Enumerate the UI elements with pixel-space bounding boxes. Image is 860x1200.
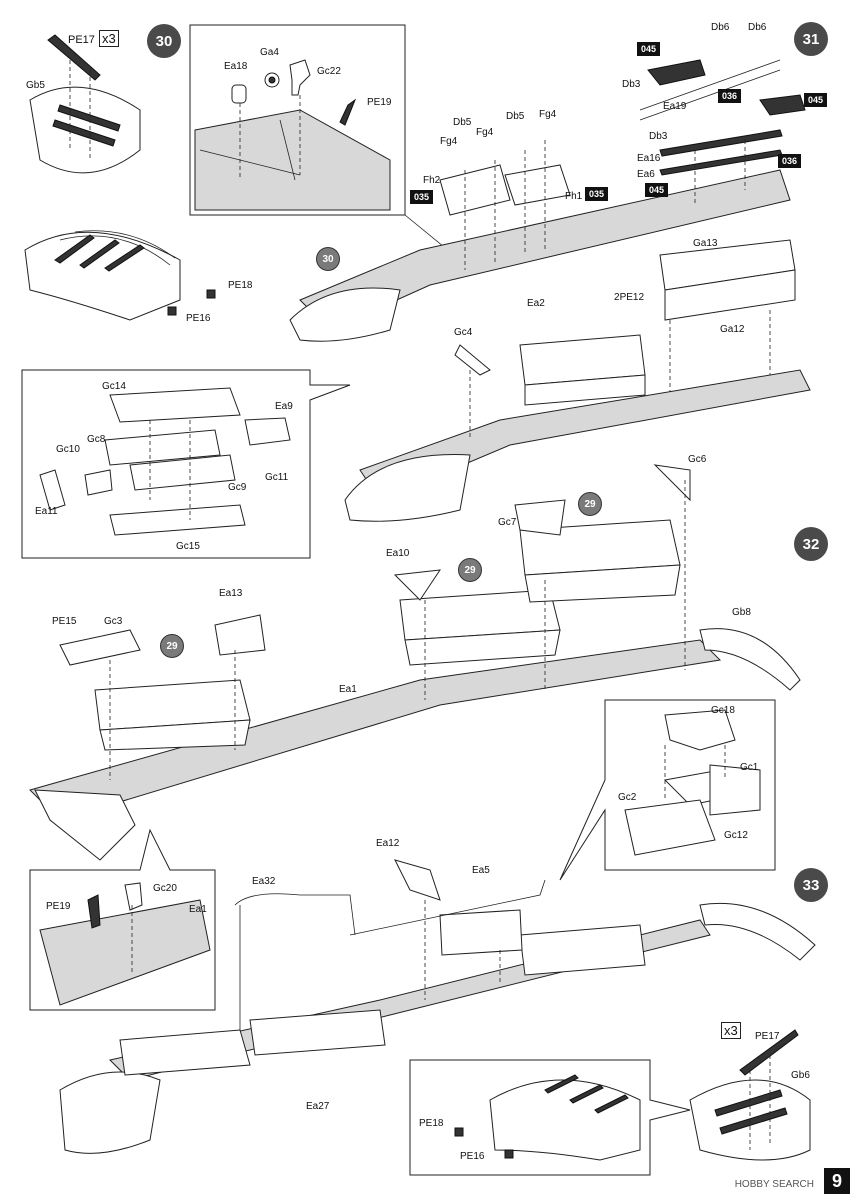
label-db5-b: Db5	[506, 111, 525, 122]
label-ea12: Ea12	[376, 838, 400, 849]
label-ea27: Ea27	[306, 1101, 330, 1112]
label-gc11: Gc11	[265, 472, 289, 483]
paint-code-035-a: 035	[410, 190, 434, 204]
inset-31-box	[39, 387, 291, 536]
label-pe19-a: PE19	[367, 97, 392, 108]
label-fg4-c: Fg4	[539, 109, 557, 120]
inset-30-detail	[194, 59, 391, 211]
label-ea6: Ea6	[637, 169, 655, 180]
step-number-32: 32	[794, 527, 828, 561]
label-ea1-a: Ea1	[339, 684, 357, 695]
label-gb5: Gb5	[26, 80, 45, 91]
label-fg4-b: Fg4	[476, 127, 494, 138]
label-gc14: Gc14	[102, 381, 126, 392]
frame-middle	[344, 334, 811, 522]
paint-code-045-a: 045	[637, 42, 661, 56]
label-ea16: Ea16	[637, 153, 661, 164]
ref-step-29-b: 29	[458, 558, 482, 582]
label-ea5: Ea5	[472, 865, 490, 876]
step-33-assembly	[59, 859, 816, 1154]
label-gc18: Gc18	[711, 705, 735, 716]
label-gc4: Gc4	[454, 327, 473, 338]
label-ea9: Ea9	[275, 401, 293, 412]
label-db3-a: Db3	[622, 79, 641, 90]
ref-step-30: 30	[316, 247, 340, 271]
ref-step-29-a: 29	[578, 492, 602, 516]
page-number: 9	[824, 1168, 850, 1194]
label-ea2: Ea2	[527, 298, 545, 309]
label-ga13: Ga13	[693, 238, 718, 249]
label-gc2: Gc2	[618, 792, 637, 803]
inset-32-box	[624, 709, 761, 856]
label-db3-b: Db3	[649, 131, 668, 142]
label-ea18: Ea18	[224, 61, 248, 72]
label-fh1: Fh1	[565, 191, 583, 202]
label-gc8: Gc8	[87, 434, 106, 445]
step-31-assembly	[289, 59, 806, 342]
step-number-30: 30	[147, 24, 181, 58]
step-32-assembly	[29, 464, 801, 861]
label-ga4: Ga4	[260, 47, 279, 58]
paint-code-036-b: 036	[778, 154, 802, 168]
label-gc6: Gc6	[688, 454, 707, 465]
fender-gb5-top	[29, 34, 141, 174]
paint-code-035-b: 035	[585, 187, 609, 201]
label-pe15: PE15	[52, 616, 77, 627]
paint-code-045-c: 045	[645, 183, 669, 197]
label-gc1: Gc1	[740, 762, 759, 773]
label-ga12: Ga12	[720, 324, 745, 335]
label-gb8: Gb8	[732, 607, 751, 618]
label-fg4-a: Fg4	[440, 136, 458, 147]
label-ea10: Ea10	[386, 548, 410, 559]
label-pe16-a: PE16	[186, 313, 211, 324]
label-fh2: Fh2	[423, 175, 441, 186]
label-gc12: Gc12	[724, 830, 748, 841]
label-gc9: Gc9	[228, 482, 247, 493]
label-gc10: Gc10	[56, 444, 80, 455]
ref-step-29-c: 29	[160, 634, 184, 658]
label-gc7: Gc7	[498, 517, 517, 528]
fender-assembled-left	[24, 230, 216, 321]
multiplier-pe17-top: PE17 x3	[68, 30, 119, 47]
label-pe18-b: PE18	[419, 1118, 444, 1129]
label-pe12: 2PE12	[614, 292, 645, 303]
toolbox-ga13	[659, 239, 796, 400]
label-ea32: Ea32	[252, 876, 276, 887]
label-gc15: Gc15	[176, 541, 200, 552]
paint-code-036-a: 036	[718, 89, 742, 103]
multiplier-x3-bottom: x3	[720, 1022, 741, 1039]
label-gb6: Gb6	[791, 1070, 810, 1081]
label-pe16-b: PE16	[460, 1151, 485, 1162]
watermark: HOBBY SEARCH	[734, 1179, 814, 1190]
step-number-33: 33	[794, 868, 828, 902]
label-gc22: Gc22	[317, 66, 341, 77]
label-db5-a: Db5	[453, 117, 472, 128]
label-gc20: Gc20	[153, 883, 177, 894]
label-pe17-b: PE17	[755, 1031, 780, 1042]
paint-code-045-b: 045	[804, 93, 828, 107]
inset-33-box	[454, 1074, 641, 1161]
label-ea19: Ea19	[663, 101, 687, 112]
multiplier-x3-top: x3	[98, 30, 119, 47]
inset-32-left	[39, 882, 211, 1006]
label-ea1-b: Ea1	[189, 904, 207, 915]
label-ea13: Ea13	[219, 588, 243, 599]
label-pe19-b: PE19	[46, 901, 71, 912]
fender-gb6	[689, 1029, 811, 1161]
label-db6-a: Db6	[711, 22, 730, 33]
label-gc3: Gc3	[104, 616, 123, 627]
step-number-31: 31	[794, 22, 828, 56]
label-pe18-a: PE18	[228, 280, 253, 291]
label-ea11: Ea11	[35, 506, 58, 517]
label-db6-b: Db6	[748, 22, 767, 33]
